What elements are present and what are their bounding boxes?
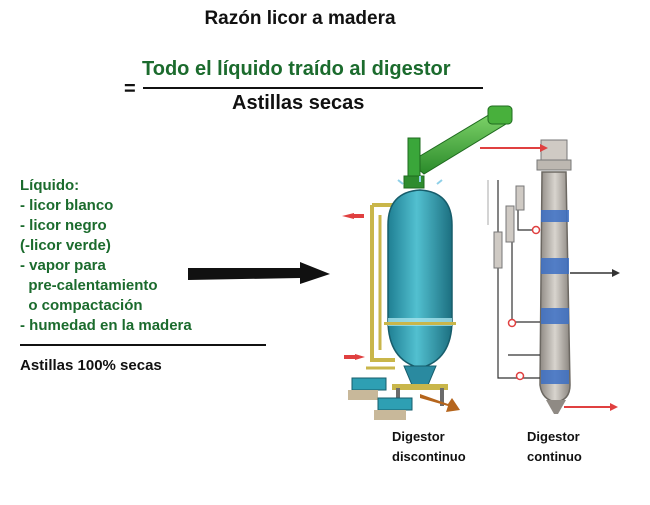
batch-label-line2: discontinuo — [392, 449, 466, 464]
flow-arrow — [188, 262, 330, 284]
continuous-label-line1: Digestor — [527, 429, 580, 444]
batch-label-line1: Digestor — [392, 429, 445, 444]
separator-line — [20, 344, 266, 346]
continuous-label-line2: continuo — [527, 449, 582, 464]
liquid-item: pre-calentamiento — [20, 277, 158, 294]
continuous-digester — [480, 139, 620, 414]
equals-sign: = — [124, 78, 136, 100]
dry-chips-label: Astillas 100% secas — [20, 357, 162, 374]
liquid-item: (-licor verde) — [20, 237, 111, 254]
batch-digester-label: Digestor discontinuo — [392, 427, 466, 467]
formula-denominator: Astillas secas — [232, 92, 365, 114]
liquid-heading: Líquido: — [20, 177, 80, 194]
liquid-item: - licor blanco — [20, 197, 114, 214]
page-title: Razón licor a madera — [204, 8, 396, 29]
formula-numerator: Todo el líquido traído al digestor — [142, 58, 451, 80]
fraction-bar — [143, 87, 483, 89]
liquid-item: o compactación — [20, 297, 143, 314]
continuous-digester-label: Digestor continuo — [527, 427, 582, 467]
liquid-list: Líquido: - licor blanco - licor negro (-… — [20, 176, 192, 336]
batch-digester — [342, 105, 513, 420]
liquid-item: - vapor para — [20, 257, 106, 274]
liquid-item: - licor negro — [20, 217, 107, 234]
liquid-item: - humedad en la madera — [20, 317, 192, 334]
